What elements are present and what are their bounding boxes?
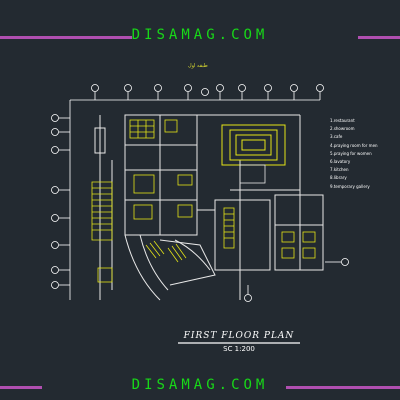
bottom-right-accent-bar <box>286 386 400 389</box>
bottom-left-accent-bar <box>0 386 42 389</box>
auditorium-stage <box>239 164 266 184</box>
west-staircase <box>91 181 113 283</box>
legend-item: 7.kitchen <box>330 167 349 173</box>
legend-item: 4.praying room for men <box>330 142 378 148</box>
drawing-header-note: طبقه اول <box>188 63 208 69</box>
plan-title: FIRST FLOOR PLAN <box>183 331 295 341</box>
legend-item: 2.showroom <box>330 126 355 132</box>
top-left-accent-bar <box>0 36 132 39</box>
curved-wing-seating <box>145 240 187 263</box>
legend-item: 8.library <box>330 175 347 181</box>
top-watermark-banner: DISAMAG.COM <box>0 24 400 48</box>
legend-item: 6.lavatory <box>330 159 351 165</box>
bottom-watermark-banner: DISAMAG.COM <box>0 374 400 398</box>
west-wing-walls <box>94 114 198 300</box>
curved-wing <box>124 234 216 301</box>
east-wing-walls <box>197 114 324 300</box>
legend-item: 9.temporary gallery <box>330 183 370 189</box>
legend-item: 1.restaurant <box>330 118 355 123</box>
top-watermark-text: DISAMAG.COM <box>131 27 269 43</box>
column-grid-bottom <box>244 285 252 302</box>
legend-item: 3.cafe <box>330 134 343 140</box>
west-wing-furniture <box>129 119 193 220</box>
east-wing-furniture <box>223 207 316 259</box>
row-grid-left <box>51 100 349 300</box>
plan-scale: SC 1:200 <box>223 345 255 353</box>
auditorium <box>221 124 286 166</box>
top-right-accent-bar <box>358 36 400 39</box>
bottom-watermark-text: DISAMAG.COM <box>131 377 269 393</box>
column-grid-top <box>70 84 324 101</box>
legend-item: 5.praying for women <box>330 150 372 156</box>
room-legend: 1.restaurant 2.showroom 3.cafe 4.praying… <box>330 117 378 191</box>
